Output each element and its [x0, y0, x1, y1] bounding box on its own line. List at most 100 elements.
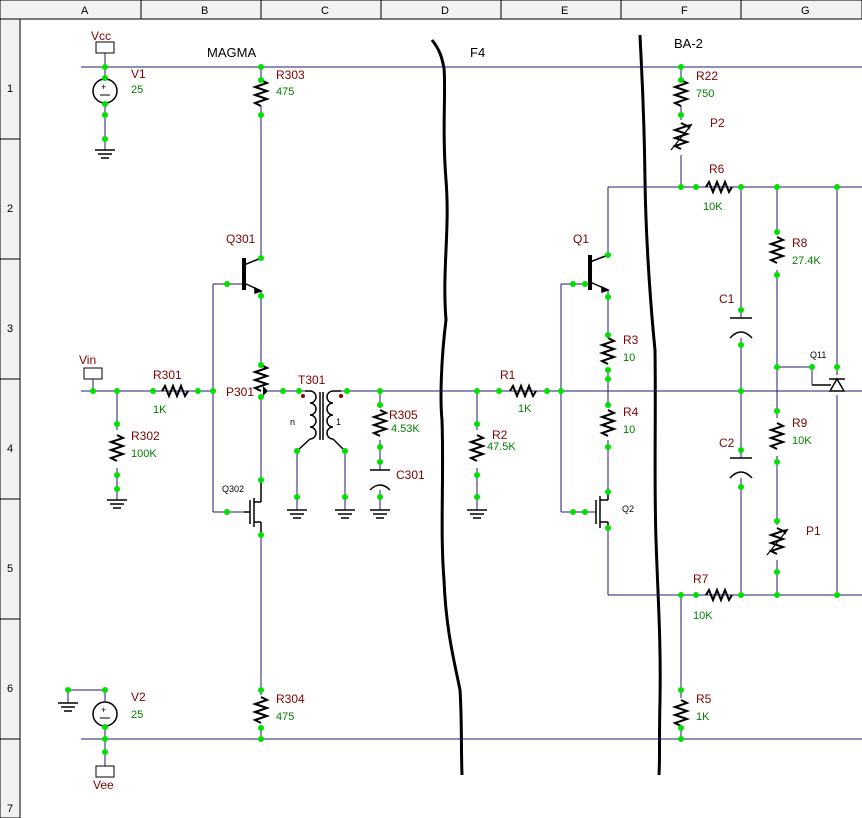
q1-ref: Q1 — [573, 232, 589, 246]
resistor-r303 — [251, 79, 271, 107]
r301-ref: R301 — [153, 368, 182, 382]
c1-ref: C1 — [719, 292, 735, 306]
potentiometer-p1 — [767, 527, 787, 555]
r1-value: 1K — [518, 403, 532, 415]
q11-ref: Q11 — [810, 350, 826, 360]
resistor-r5 — [671, 699, 691, 727]
column-label-b: B — [201, 5, 208, 17]
ground-symbol — [58, 702, 78, 712]
r4-ref: R4 — [623, 405, 639, 419]
capacitor-c301 — [369, 469, 391, 491]
p1-ref: P1 — [806, 524, 821, 538]
resistor-r9 — [767, 422, 787, 450]
v2-value: 25 — [131, 709, 143, 721]
t301-secondary-label: 1 — [336, 417, 341, 427]
resistor-r22 — [671, 79, 691, 107]
r305-ref: R305 — [389, 408, 418, 422]
r303-value: 475 — [276, 86, 294, 98]
r304-ref: R304 — [276, 692, 305, 706]
r304-value: 475 — [276, 711, 294, 723]
r8-value: 27.4K — [792, 255, 821, 267]
resistor-r8 — [767, 236, 787, 264]
capacitor-c1 — [729, 317, 753, 339]
junction-dots — [65, 64, 840, 755]
section-title-ba2: BA-2 — [674, 36, 703, 51]
r302-ref: R302 — [131, 429, 160, 443]
column-label-e: E — [561, 5, 568, 17]
row-label-7: 7 — [7, 803, 13, 815]
row-label-6: 6 — [7, 683, 13, 695]
r5-ref: R5 — [696, 692, 712, 706]
row-label-3: 3 — [7, 323, 13, 335]
vcc-port-flag — [95, 41, 115, 54]
resistor-r2 — [467, 434, 487, 462]
potentiometer-p301 — [251, 364, 271, 392]
svg-text:+: + — [101, 705, 106, 715]
resistor-r302 — [107, 434, 127, 462]
r9-value: 10K — [792, 435, 812, 447]
resistor-r3 — [598, 337, 618, 365]
ground-symbol — [370, 509, 390, 519]
r8-ref: R8 — [792, 236, 808, 250]
ground-symbol — [335, 509, 355, 519]
row-label-5: 5 — [7, 563, 13, 575]
q2-ref: Q2 — [622, 504, 634, 514]
regulator-q11 — [812, 377, 846, 392]
t301-ref: T301 — [298, 373, 326, 387]
r6-value: 10K — [703, 201, 723, 213]
section-break-line — [638, 34, 662, 776]
resistor-r4 — [598, 409, 618, 437]
voltage-source-v1: + — [92, 78, 118, 104]
p2-ref: P2 — [710, 116, 725, 130]
r6-ref: R6 — [709, 162, 725, 176]
r7-ref: R7 — [693, 572, 709, 586]
capacitor-c2 — [729, 457, 753, 479]
resistor-r6 — [705, 179, 733, 195]
vin-port-label: Vin — [79, 353, 96, 367]
column-label-d: D — [441, 5, 449, 17]
ground-symbol — [467, 509, 487, 519]
section-title-magma: MAGMA — [207, 45, 256, 60]
ground-symbol — [287, 509, 307, 519]
svg-text:+: + — [101, 82, 106, 92]
column-label-f: F — [681, 5, 688, 17]
resistor-r304 — [251, 696, 271, 724]
r7-value: 10K — [693, 610, 713, 622]
ground-symbol — [107, 499, 127, 509]
row-label-2: 2 — [7, 203, 13, 215]
r301-value: 1K — [153, 404, 167, 416]
r5-value: 1K — [696, 711, 710, 723]
section-break-line — [430, 39, 464, 776]
q301-ref: Q301 — [226, 232, 256, 246]
r2-ref: R2 — [492, 428, 508, 442]
r303-ref: R303 — [276, 68, 305, 82]
p301-ref: P301 — [226, 385, 254, 399]
r2-value: 47.5K — [487, 441, 516, 453]
r3-ref: R3 — [623, 333, 639, 347]
r4-value: 10 — [623, 424, 635, 436]
column-label-c: C — [321, 5, 329, 17]
resistor-r305 — [370, 409, 390, 437]
vee-port-label: Vee — [93, 778, 114, 792]
ground-symbol — [95, 149, 115, 159]
v2-ref: V2 — [131, 690, 146, 704]
r3-value: 10 — [623, 352, 635, 364]
q302-ref: Q302 — [222, 484, 244, 494]
r305-value: 4.53K — [391, 423, 420, 435]
v1-ref: V1 — [131, 67, 146, 81]
r9-ref: R9 — [792, 416, 808, 430]
transformer-t301 — [296, 390, 346, 452]
column-label-a: A — [81, 5, 89, 17]
t301-primary-label: n — [290, 417, 295, 427]
vee-port-flag — [95, 765, 115, 778]
voltage-source-v2: + — [92, 701, 118, 727]
c301-ref: C301 — [396, 468, 425, 482]
r22-value: 750 — [696, 88, 714, 100]
resistor-r1 — [509, 383, 537, 399]
transistor-q301 — [242, 257, 263, 295]
resistor-r7 — [705, 587, 733, 603]
row-label-4: 4 — [7, 443, 13, 455]
transistor-q302 — [244, 480, 262, 535]
vcc-port-label: Vcc — [91, 29, 111, 43]
